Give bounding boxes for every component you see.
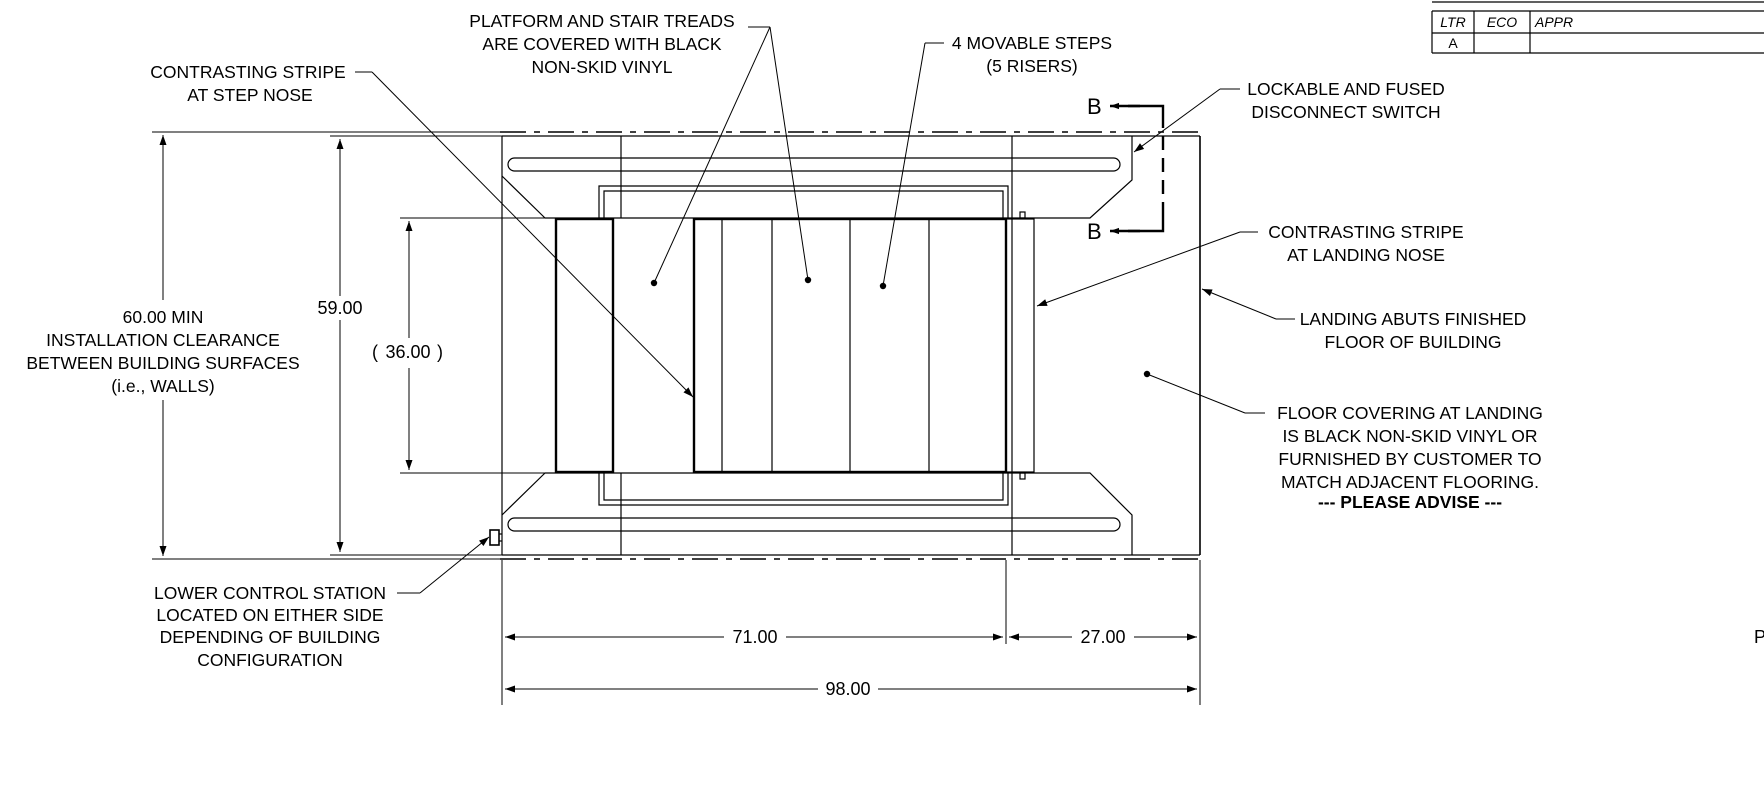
callout-lower-control-station: LOWER CONTROL STATION LOCATED ON EITHER … [154, 583, 386, 670]
callout-movable-steps-line2: (5 RISERS) [986, 56, 1077, 76]
clearance-line4: (i.e., WALLS) [111, 376, 214, 396]
lift-outline [489, 131, 1201, 560]
section-label-top: B [1087, 94, 1102, 119]
dim-36-close-paren: ) [437, 342, 443, 362]
callout-platform-treads-line1: PLATFORM AND STAIR TREADS [469, 11, 734, 31]
callout-lower-control-line2: LOCATED ON EITHER SIDE [156, 605, 383, 625]
dim-27: 27.00 [1080, 627, 1125, 647]
dim-71: 71.00 [732, 627, 777, 647]
callout-landing-abuts-line1: LANDING ABUTS FINISHED [1300, 309, 1527, 329]
callout-floor-covering: FLOOR COVERING AT LANDING IS BLACK NON-S… [1277, 403, 1543, 512]
callout-disconnect-line1: LOCKABLE AND FUSED [1247, 79, 1444, 99]
callout-disconnect-switch: LOCKABLE AND FUSED DISCONNECT SWITCH [1247, 79, 1444, 122]
callout-landing-nose-line2: AT LANDING NOSE [1287, 245, 1445, 265]
callout-lower-control-line1: LOWER CONTROL STATION [154, 583, 386, 603]
revision-table: LTR ECO APPR A [1431, 1, 1764, 54]
callout-floor-covering-line1: FLOOR COVERING AT LANDING [1277, 403, 1543, 423]
callout-disconnect-line2: DISCONNECT SWITCH [1251, 102, 1440, 122]
callout-landing-abuts-line2: FLOOR OF BUILDING [1325, 332, 1502, 352]
callout-platform-treads: PLATFORM AND STAIR TREADS ARE COVERED WI… [469, 11, 734, 77]
callout-step-nose-line1: CONTRASTING STRIPE [150, 62, 345, 82]
callout-installation-clearance: 60.00 MIN INSTALLATION CLEARANCE BETWEEN… [26, 307, 299, 396]
section-label-bottom: B [1087, 219, 1102, 244]
callout-floor-covering-advise: --- PLEASE ADVISE --- [1318, 492, 1502, 512]
clearance-line1: 60.00 MIN [123, 307, 204, 327]
callout-platform-treads-line3: NON-SKID VINYL [532, 57, 673, 77]
callout-landing-nose-line1: CONTRASTING STRIPE [1268, 222, 1463, 242]
callout-landing-nose-stripe: CONTRASTING STRIPE AT LANDING NOSE [1268, 222, 1463, 265]
clearance-line2: INSTALLATION CLEARANCE [46, 330, 280, 350]
clearance-line3: BETWEEN BUILDING SURFACES [26, 353, 299, 373]
rev-row-ltr: A [1448, 35, 1458, 51]
dim-59: 59.00 [317, 298, 362, 318]
dim-98: 98.00 [825, 679, 870, 699]
dimension-lines: 59.00 ( 36.00 ) 71.00 27.00 98.00 [152, 131, 1201, 705]
callout-landing-abuts: LANDING ABUTS FINISHED FLOOR OF BUILDING [1300, 309, 1527, 352]
callout-step-nose-stripe: CONTRASTING STRIPE AT STEP NOSE [150, 62, 345, 105]
callout-step-nose-line2: AT STEP NOSE [187, 85, 312, 105]
edge-text: P [1754, 627, 1764, 647]
callout-floor-covering-line2: IS BLACK NON-SKID VINYL OR [1282, 426, 1537, 446]
callout-lower-control-line3: DEPENDING OF BUILDING [160, 627, 381, 647]
callout-lower-control-line4: CONFIGURATION [197, 650, 343, 670]
dim-36: 36.00 [385, 342, 430, 362]
callout-floor-covering-line3: FURNISHED BY CUSTOMER TO [1278, 449, 1541, 469]
callout-leaders [355, 26, 1295, 594]
dim-36-open-paren: ( [372, 342, 378, 362]
rev-header-appr: APPR [1534, 14, 1573, 30]
callout-floor-covering-line4: MATCH ADJACENT FLOORING. [1281, 472, 1539, 492]
rev-header-ltr: LTR [1440, 14, 1465, 30]
callout-movable-steps: 4 MOVABLE STEPS (5 RISERS) [952, 33, 1112, 76]
callout-platform-treads-line2: ARE COVERED WITH BLACK [482, 34, 722, 54]
section-marker-b: B B [1087, 94, 1165, 244]
callout-movable-steps-line1: 4 MOVABLE STEPS [952, 33, 1112, 53]
rev-header-eco: ECO [1487, 14, 1517, 30]
